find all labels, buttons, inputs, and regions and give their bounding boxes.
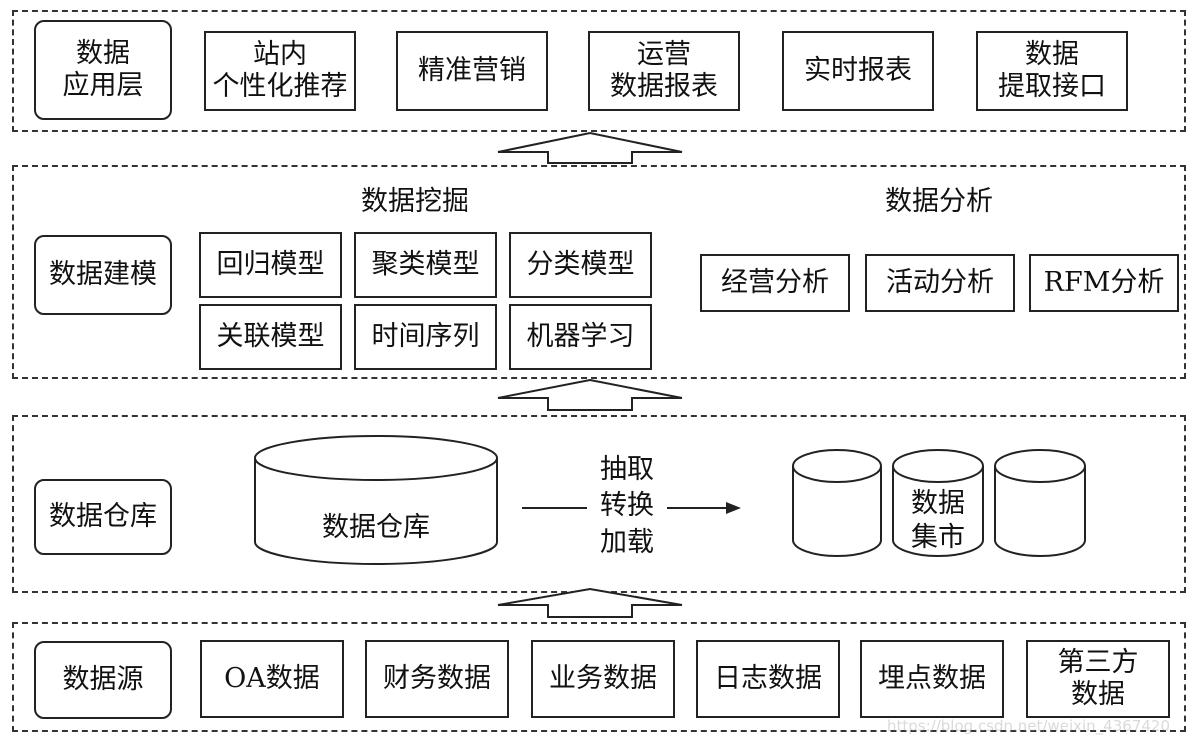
analysis-item-business: 经营分析 bbox=[700, 254, 850, 312]
warehouse-layer-label: 数据仓库 bbox=[34, 479, 172, 555]
right-arrow-icon bbox=[726, 502, 741, 514]
app-item-realtime-reports: 实时报表 bbox=[782, 31, 934, 111]
analysis-item-rfm: RFM分析 bbox=[1029, 254, 1179, 312]
up-arrow-icon bbox=[497, 131, 683, 164]
source-item-log: 日志数据 bbox=[696, 640, 840, 718]
mining-item-clustering: 聚类模型 bbox=[354, 232, 497, 298]
datamart-cylinder-icon bbox=[892, 449, 984, 557]
source-item-tracking: 埋点数据 bbox=[860, 640, 1004, 718]
datamart-cylinder-icon bbox=[792, 449, 882, 557]
source-item-business: 业务数据 bbox=[531, 640, 675, 718]
mining-item-regression: 回归模型 bbox=[199, 232, 342, 298]
mining-item-machine-learning: 机器学习 bbox=[509, 304, 652, 370]
modeling-layer-label: 数据建模 bbox=[34, 235, 172, 315]
modeling-layer bbox=[12, 165, 1186, 379]
watermark: https://blog.csdn.net/weixin_4367420 bbox=[887, 717, 1170, 735]
source-item-third-party: 第三方 数据 bbox=[1026, 640, 1170, 718]
datamart-cylinder-icon bbox=[994, 449, 1086, 557]
analysis-item-campaign: 活动分析 bbox=[865, 254, 1015, 312]
source-item-finance: 财务数据 bbox=[365, 640, 509, 718]
source-layer-label: 数据源 bbox=[34, 641, 172, 719]
mining-item-time-series: 时间序列 bbox=[354, 304, 497, 370]
app-item-precision-marketing: 精准营销 bbox=[396, 31, 548, 111]
up-arrow-icon bbox=[497, 587, 683, 618]
app-item-operation-reports: 运营 数据报表 bbox=[588, 31, 740, 111]
warehouse-label: 数据仓库 bbox=[322, 512, 430, 543]
mining-title: 数据挖掘 bbox=[361, 186, 469, 217]
source-item-oa: OA数据 bbox=[200, 640, 344, 718]
application-layer-label: 数据 应用层 bbox=[34, 20, 172, 120]
application-layer bbox=[12, 10, 1186, 132]
app-item-personalized-recommendation: 站内 个性化推荐 bbox=[204, 31, 356, 111]
analysis-title: 数据分析 bbox=[885, 186, 993, 217]
up-arrow-icon bbox=[497, 378, 683, 411]
datamart-label: 数据 集市 bbox=[911, 488, 965, 553]
etl-label: 抽取 转换 加载 bbox=[587, 452, 667, 562]
source-layer bbox=[12, 622, 1186, 732]
mining-item-classification: 分类模型 bbox=[509, 232, 652, 298]
app-item-data-extraction-api: 数据 提取接口 bbox=[976, 31, 1128, 111]
warehouse-cylinder-icon bbox=[254, 435, 498, 565]
mining-item-association: 关联模型 bbox=[199, 304, 342, 370]
